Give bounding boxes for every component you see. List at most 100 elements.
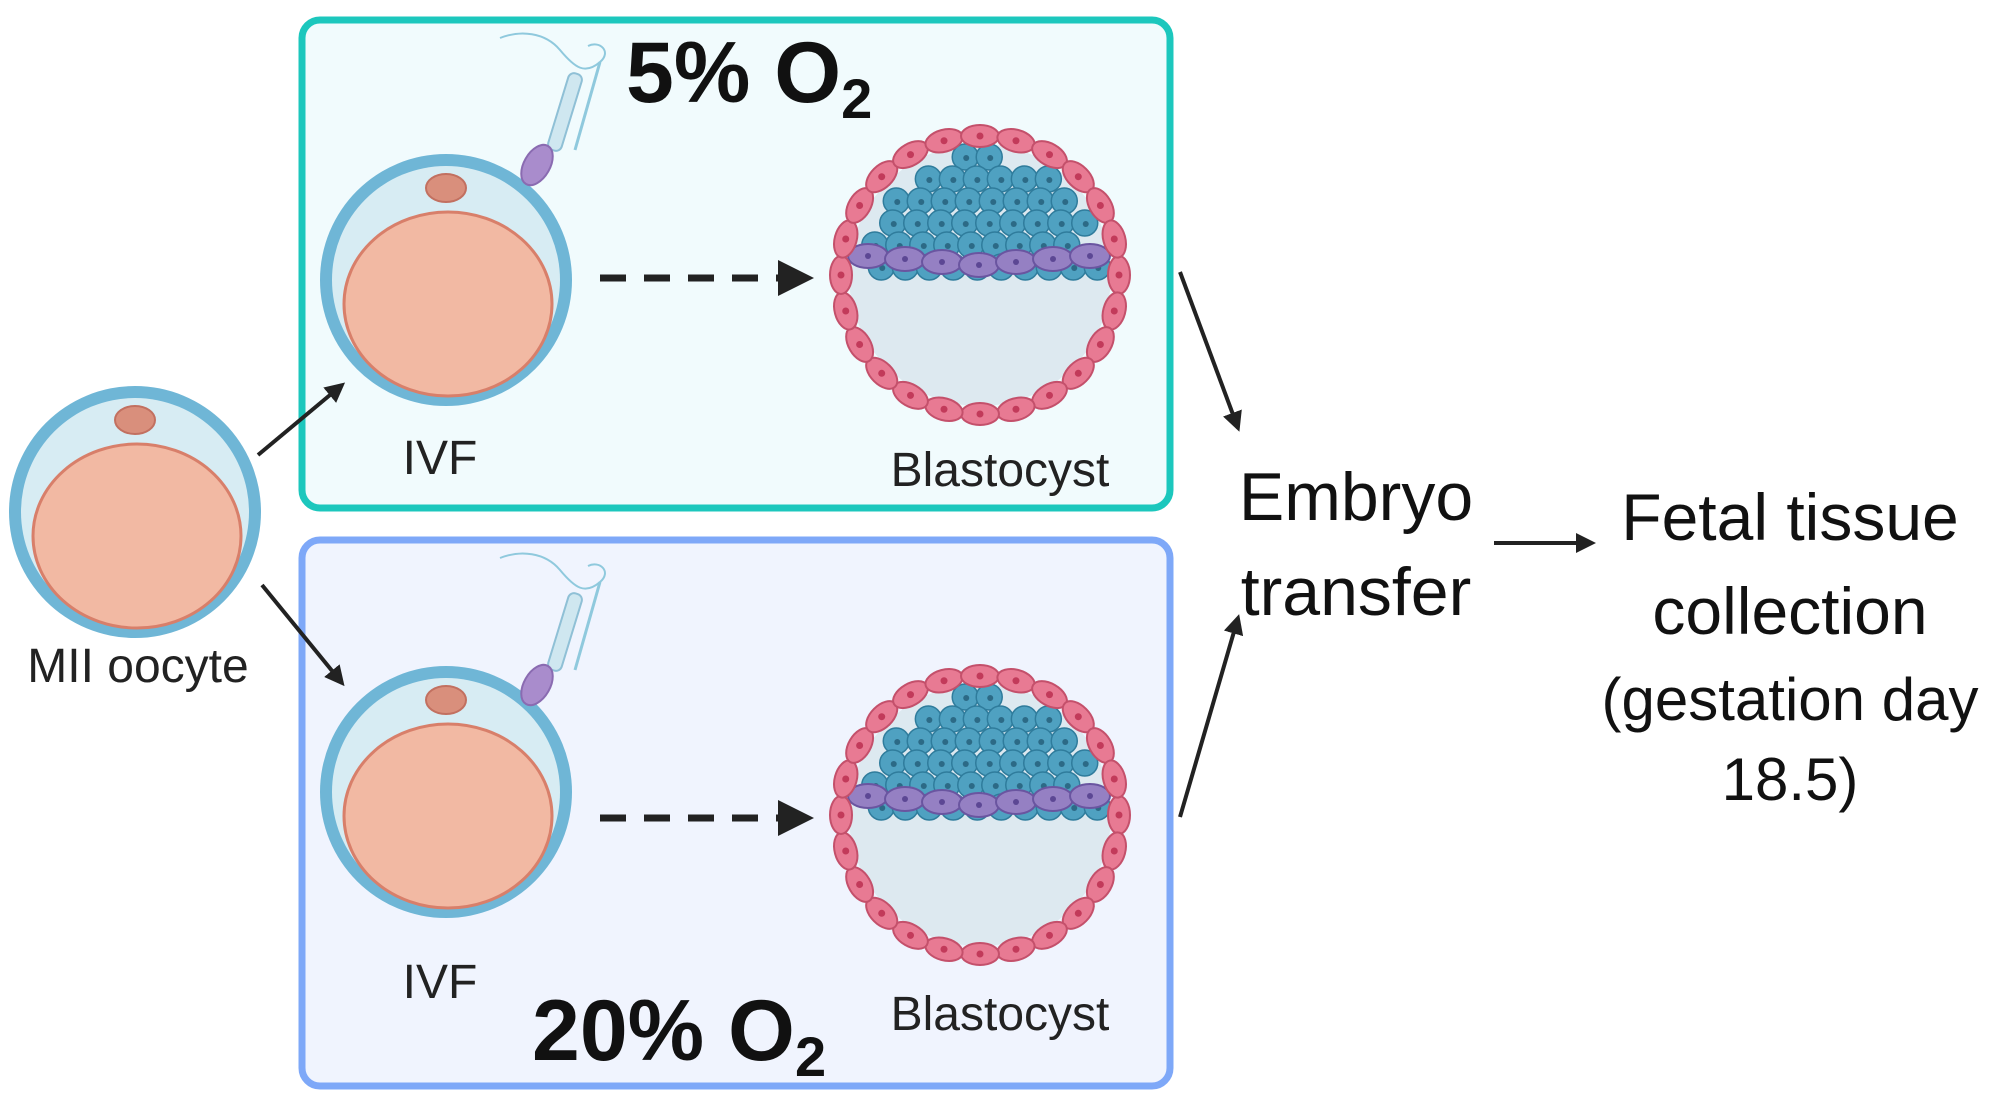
primitive-endoderm — [847, 783, 1111, 818]
trophectoderm-nucleus — [856, 202, 864, 209]
trophectoderm-nucleus — [1046, 691, 1053, 699]
icm-nucleus — [1022, 177, 1029, 183]
icm-nucleus — [990, 739, 997, 745]
endoderm-nucleus — [902, 796, 908, 802]
trophectoderm-nucleus — [1046, 151, 1053, 159]
trophectoderm-nucleus — [1046, 391, 1053, 399]
embryo-transfer-line-1: Embryo — [1239, 459, 1473, 535]
icm-nucleus — [987, 695, 994, 701]
sperm-midpiece — [547, 72, 583, 152]
icm-nucleus — [1038, 199, 1045, 205]
icm-nucleus — [879, 265, 886, 271]
icm-nucleus — [998, 177, 1005, 183]
trophectoderm-nucleus — [940, 677, 948, 685]
icm-nucleus — [894, 739, 901, 745]
icm-nucleus — [879, 805, 886, 811]
high-oxygen-title: 20% O2 — [532, 983, 826, 1088]
trophectoderm-nucleus — [842, 307, 850, 315]
icm-nucleus — [1082, 761, 1089, 767]
icm-nucleus — [920, 243, 927, 249]
endoderm-nucleus — [1087, 793, 1093, 799]
trophectoderm-nucleus — [878, 713, 886, 721]
blastocyst-label-top: Blastocyst — [891, 444, 1110, 497]
trophectoderm-nucleus — [1074, 173, 1082, 181]
endoderm-nucleus — [1013, 259, 1019, 265]
icm-nucleus — [1014, 199, 1021, 205]
trophectoderm-nucleus — [940, 137, 948, 145]
endoderm-nucleus — [939, 799, 945, 805]
icm-nucleus — [963, 695, 970, 701]
icm-nucleus — [1064, 243, 1071, 249]
ivf-label-bottom: IVF — [403, 956, 478, 1009]
trophectoderm-nucleus — [1074, 713, 1082, 721]
trophectoderm-nucleus — [976, 672, 984, 680]
polar-body — [425, 685, 467, 715]
icm-nucleus — [926, 717, 933, 723]
endoderm-nucleus — [1013, 799, 1019, 805]
icm-nucleus — [890, 221, 897, 227]
icm-nucleus — [968, 243, 975, 249]
oocyte-icon — [320, 666, 572, 918]
trophectoderm — [829, 664, 1131, 966]
icm-nucleus — [962, 221, 969, 227]
icm-nucleus — [918, 739, 925, 745]
sperm-icon — [499, 32, 606, 187]
trophectoderm-nucleus — [837, 811, 845, 819]
trophectoderm-nucleus — [842, 847, 850, 855]
icm-nucleus — [1062, 739, 1069, 745]
trophectoderm-nucleus — [976, 950, 984, 958]
icm-nucleus — [914, 761, 921, 767]
arrow-icon — [1178, 271, 1242, 432]
trophectoderm-nucleus — [907, 691, 914, 699]
trophectoderm-nucleus — [1012, 677, 1020, 685]
ooplasm — [342, 210, 554, 398]
oocyte-icon — [320, 154, 572, 406]
blastocyst-icon — [829, 124, 1131, 426]
icm-nucleus — [1014, 739, 1021, 745]
icm-nucleus — [914, 221, 921, 227]
trophectoderm-nucleus — [907, 151, 914, 159]
endoderm-nucleus — [902, 256, 908, 262]
trophectoderm-nucleus — [1096, 202, 1104, 209]
sperm-head — [520, 143, 554, 187]
endoderm-nucleus — [865, 793, 871, 799]
sperm-flagellum — [573, 581, 602, 671]
trophectoderm-nucleus — [856, 341, 864, 348]
trophectoderm-nucleus — [856, 881, 864, 888]
oocyte-label: MII oocyte — [27, 640, 248, 693]
icm-nucleus — [1046, 717, 1053, 723]
trophectoderm-nucleus — [1096, 742, 1104, 749]
icm-nucleus — [1082, 221, 1089, 227]
trophectoderm — [829, 124, 1131, 426]
icm-nucleus — [992, 783, 999, 789]
trophectoderm-nucleus — [1012, 945, 1020, 953]
endoderm-nucleus — [1050, 796, 1056, 802]
icm-nucleus — [920, 783, 927, 789]
icm-nucleus — [987, 155, 994, 161]
icm-nucleus — [938, 221, 945, 227]
trophectoderm-nucleus — [1012, 405, 1020, 413]
endoderm-nucleus — [939, 259, 945, 265]
trophectoderm-nucleus — [1110, 847, 1118, 855]
icm-nucleus — [1038, 739, 1045, 745]
icm-nucleus — [992, 243, 999, 249]
icm-nucleus — [944, 243, 951, 249]
arrow-icon — [256, 382, 346, 457]
icm-nucleus — [1058, 761, 1065, 767]
endoderm-nucleus — [976, 262, 982, 268]
trophectoderm-nucleus — [878, 369, 886, 377]
icm-nucleus — [1016, 243, 1023, 249]
trophectoderm-nucleus — [1046, 931, 1053, 939]
endoderm-nucleus — [865, 253, 871, 259]
icm-nucleus — [966, 199, 973, 205]
icm-nucleus — [938, 761, 945, 767]
icm-nucleus — [1010, 221, 1017, 227]
icm-nucleus — [950, 717, 957, 723]
trophectoderm-nucleus — [976, 132, 984, 140]
icm-nucleus — [962, 761, 969, 767]
icm-nucleus — [942, 199, 949, 205]
trophectoderm-nucleus — [878, 173, 886, 181]
embryo-transfer-line-2: transfer — [1241, 554, 1472, 630]
dashed-arrow-icon — [778, 260, 814, 296]
sperm-tail — [499, 552, 606, 590]
